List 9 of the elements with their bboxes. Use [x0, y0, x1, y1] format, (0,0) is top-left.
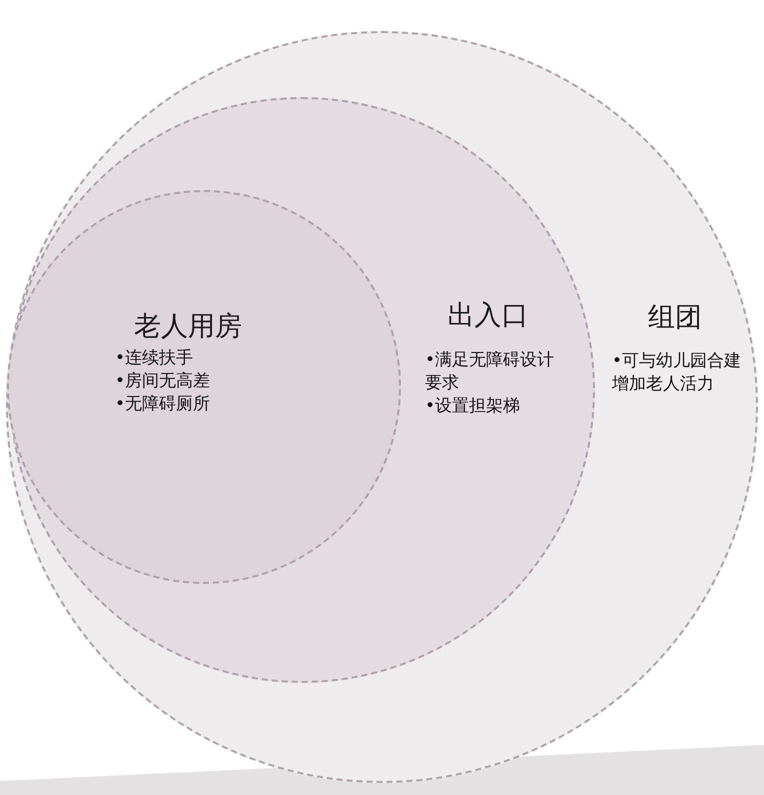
zone-heading: 出入口 — [448, 300, 528, 332]
bullet-text: •满足无障碍设计要求 — [425, 349, 556, 395]
zone-heading: 组团 — [648, 302, 702, 334]
zone-heading: 老人用房 — [134, 311, 242, 343]
bullet-text: •无障碍厕所 — [115, 393, 212, 416]
bullet-text: •可与幼儿园合建增加老人活力 — [612, 350, 742, 396]
bullet-text: •房间无高差 — [115, 370, 212, 393]
bullet-text: •连续扶手 — [115, 347, 194, 370]
bullet-text: •设置担架梯 — [425, 395, 522, 418]
